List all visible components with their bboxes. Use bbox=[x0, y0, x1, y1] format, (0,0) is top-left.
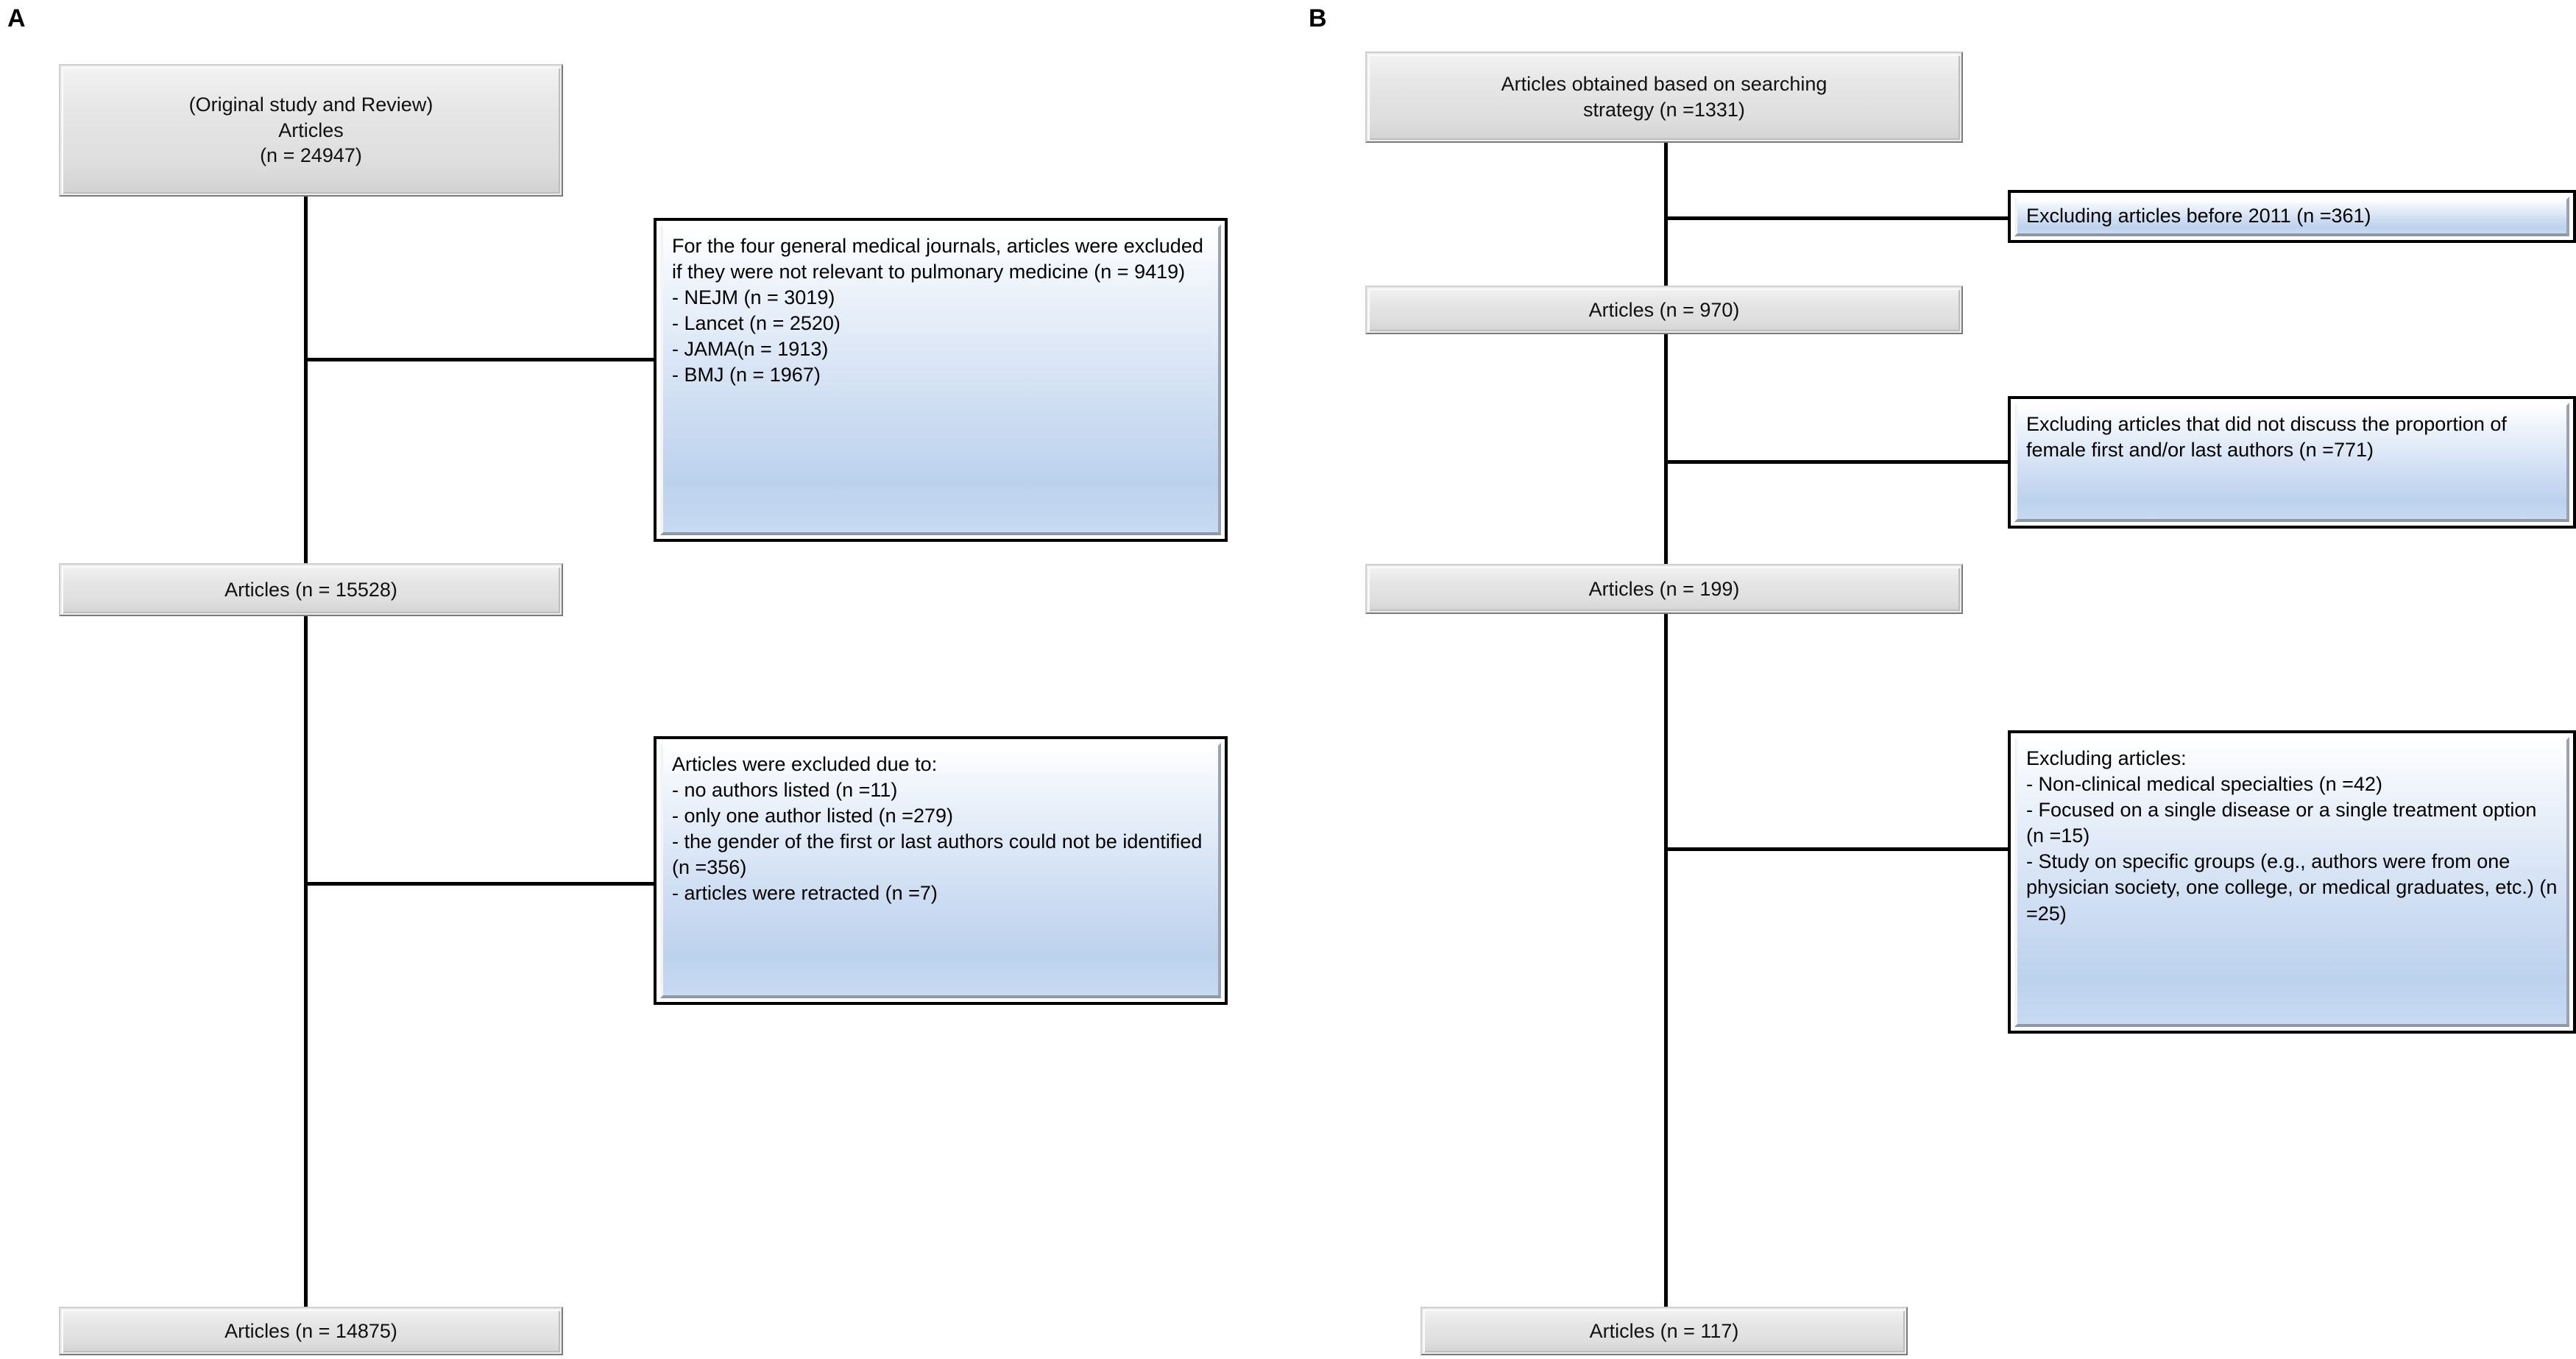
panel-a-exclusion-2-box: Articles were excluded due to: - no auth… bbox=[654, 736, 1228, 1005]
panel-b-exclusion-1-label: Excluding articles before 2011 (n =361) bbox=[2026, 205, 2371, 227]
panel-a-source-label: (Original study and Review) Articles (n … bbox=[188, 93, 434, 167]
panel-a-final-label: Articles (n = 14875) bbox=[224, 1319, 397, 1342]
panel-a-exclusion-2-label: Articles were excluded due to: - no auth… bbox=[672, 753, 1203, 905]
panel-b-spine bbox=[1664, 143, 1668, 1307]
panel-a-exclusion-1-label: For the four general medical journals, a… bbox=[672, 235, 1203, 386]
panel-a-letter: A bbox=[7, 4, 26, 32]
panel-b-middle-1-box: Articles (n = 970) bbox=[1365, 286, 1963, 334]
panel-b-letter: B bbox=[1309, 4, 1327, 32]
panel-b-exclusion-3-bevel: Excluding articles: - Non-clinical medic… bbox=[2014, 737, 2569, 1027]
panel-b-source-label: Articles obtained based on searching str… bbox=[1501, 73, 1827, 121]
panel-a-branch-1 bbox=[304, 358, 657, 361]
panel-a-source-box: (Original study and Review) Articles (n … bbox=[59, 64, 563, 197]
panel-b-branch-3 bbox=[1664, 847, 2010, 851]
panel-a-middle-box: Articles (n = 15528) bbox=[59, 563, 563, 616]
panel-b-exclusion-2-box: Excluding articles that did not discuss … bbox=[2008, 396, 2576, 529]
panel-a-exclusion-1-box: For the four general medical journals, a… bbox=[654, 218, 1228, 542]
panel-b-middle-1-label: Articles (n = 970) bbox=[1588, 298, 1740, 321]
panel-b-exclusion-2-label: Excluding articles that did not discuss … bbox=[2026, 413, 2507, 462]
panel-b-exclusion-3-label: Excluding articles: - Non-clinical medic… bbox=[2026, 747, 2558, 925]
panel-b-middle-2-box: Articles (n = 199) bbox=[1365, 564, 1963, 614]
panel-b-exclusion-3-box: Excluding articles: - Non-clinical medic… bbox=[2008, 730, 2576, 1034]
panel-b-exclusion-1-bevel: Excluding articles before 2011 (n =361) bbox=[2014, 197, 2569, 236]
panel-b-final-box: Articles (n = 117) bbox=[1420, 1307, 1908, 1355]
panel-a-exclusion-2-bevel: Articles were excluded due to: - no auth… bbox=[660, 743, 1221, 998]
panel-b-exclusion-2-bevel: Excluding articles that did not discuss … bbox=[2014, 403, 2569, 522]
panel-a-branch-2 bbox=[304, 882, 657, 886]
panel-b-branch-1 bbox=[1664, 216, 2010, 220]
panel-a-spine bbox=[304, 195, 308, 1307]
panel-b-exclusion-1-box: Excluding articles before 2011 (n =361) bbox=[2008, 190, 2576, 243]
panel-a-exclusion-1-bevel: For the four general medical journals, a… bbox=[660, 225, 1221, 535]
panel-b-final-label: Articles (n = 117) bbox=[1589, 1319, 1739, 1342]
panel-a-middle-label: Articles (n = 15528) bbox=[224, 578, 397, 601]
panel-b-source-box: Articles obtained based on searching str… bbox=[1365, 52, 1963, 143]
panel-a-final-box: Articles (n = 14875) bbox=[59, 1307, 563, 1355]
panel-b-middle-2-label: Articles (n = 199) bbox=[1588, 577, 1740, 600]
panel-b-branch-2 bbox=[1664, 460, 2010, 464]
